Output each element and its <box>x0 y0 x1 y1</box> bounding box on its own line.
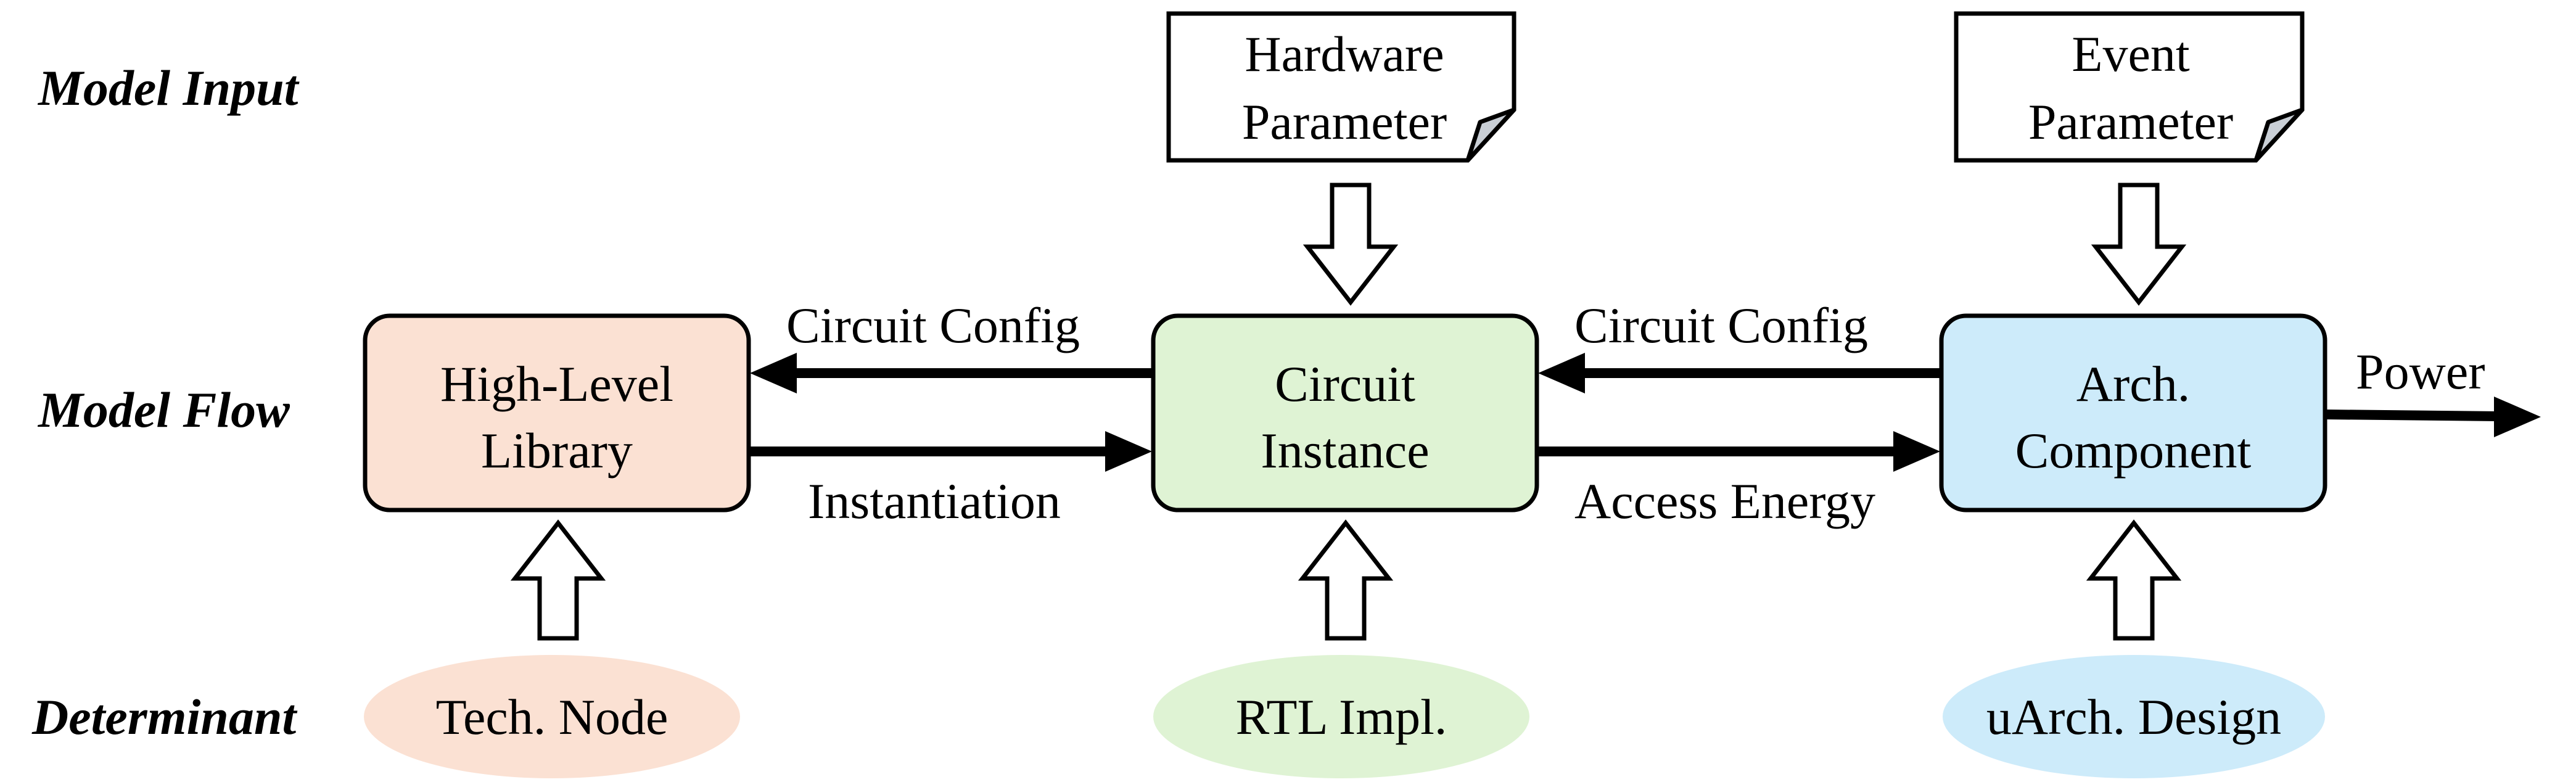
arch-box-shape <box>1939 313 2327 512</box>
tech-node-ellipse <box>364 655 740 778</box>
library-box-shape <box>363 313 751 512</box>
uarch-design-determinant: uArch. Design <box>1943 655 2325 778</box>
uarch-design-arrow <box>2086 519 2182 641</box>
circuit-instance-box: Circuit Instance <box>1151 313 1539 512</box>
config-right-label: Circuit Config <box>1574 297 1868 353</box>
uarch-design-label: uArch. Design <box>1986 689 2281 745</box>
tech-node-arrow <box>510 519 606 641</box>
rtl-impl-ellipse <box>1153 655 1529 778</box>
circuit-box-shape <box>1151 313 1539 512</box>
hardware-doc-line1: Hardware <box>1245 26 1444 82</box>
event-input-arrow <box>2091 183 2187 306</box>
power-arrowhead <box>2494 397 2541 437</box>
circuit-box-line2: Instance <box>1261 422 1429 479</box>
arch-component-box: Arch. Component <box>1939 313 2327 512</box>
circuit-box-line1: Circuit <box>1275 356 1415 412</box>
arch-box-line1: Arch. <box>2076 356 2190 412</box>
arch-box-line2: Component <box>2015 422 2252 479</box>
power-arrow-line <box>2324 410 2498 421</box>
rtl-impl-arrow <box>1298 519 1394 641</box>
instantiation-arrowhead <box>1105 431 1152 472</box>
config-right-arrowhead <box>1538 353 1585 393</box>
power-label: Power <box>2356 344 2485 400</box>
config-left-label: Circuit Config <box>786 297 1080 353</box>
rtl-impl-label: RTL Impl. <box>1236 689 1447 745</box>
config-left-arrowhead <box>750 353 797 393</box>
tech-node-label: Tech. Node <box>436 689 669 745</box>
access-energy-arrowhead <box>1893 431 1940 472</box>
event-doc-line1: Event <box>2072 26 2189 82</box>
library-box-line1: High-Level <box>440 356 673 412</box>
instantiation-label: Instantiation <box>808 473 1061 529</box>
access-energy-label: Access Energy <box>1574 473 1875 529</box>
hardware-input-arrow <box>1302 183 1399 306</box>
doc-fold <box>2253 107 2305 163</box>
row-label-model-flow: Model Flow <box>37 382 290 438</box>
event-parameter-doc: Event Parameter <box>1954 11 2305 163</box>
doc-fold <box>1465 107 1516 163</box>
row-label-model-input: Model Input <box>37 60 300 116</box>
hardware-parameter-doc: Hardware Parameter <box>1166 11 1516 163</box>
event-doc-line2: Parameter <box>2028 94 2233 150</box>
uarch-design-ellipse <box>1943 655 2325 778</box>
tech-node-determinant: Tech. Node <box>364 655 740 778</box>
rtl-impl-determinant: RTL Impl. <box>1153 655 1529 778</box>
high-level-library-box: High-Level Library <box>363 313 751 512</box>
hardware-doc-line2: Parameter <box>1242 94 1447 150</box>
row-label-determinant: Determinant <box>31 689 297 745</box>
library-box-line2: Library <box>481 422 633 479</box>
